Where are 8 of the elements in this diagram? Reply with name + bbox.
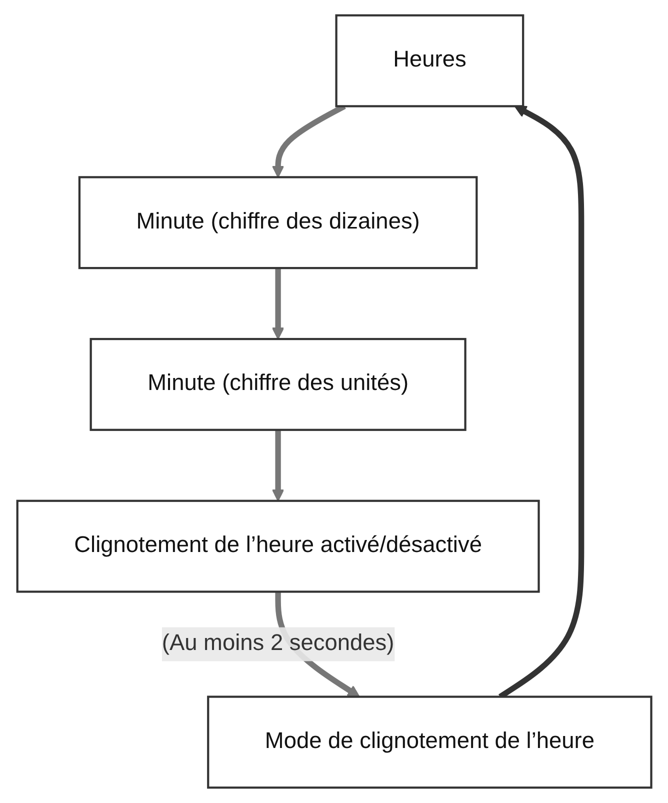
arrow xyxy=(272,268,284,340)
node-box: Mode de clignotement de l’heure xyxy=(206,696,652,789)
arrow xyxy=(272,430,284,502)
node-box: Minute (chiffre des unités) xyxy=(89,338,466,431)
edge-label: (Au moins 2 secondes) xyxy=(162,631,394,656)
node-box: Minute (chiffre des dizaines) xyxy=(78,176,478,270)
node-box: Clignotement de l’heure activé/désactivé xyxy=(16,500,540,593)
node-box: Heures xyxy=(334,14,524,108)
